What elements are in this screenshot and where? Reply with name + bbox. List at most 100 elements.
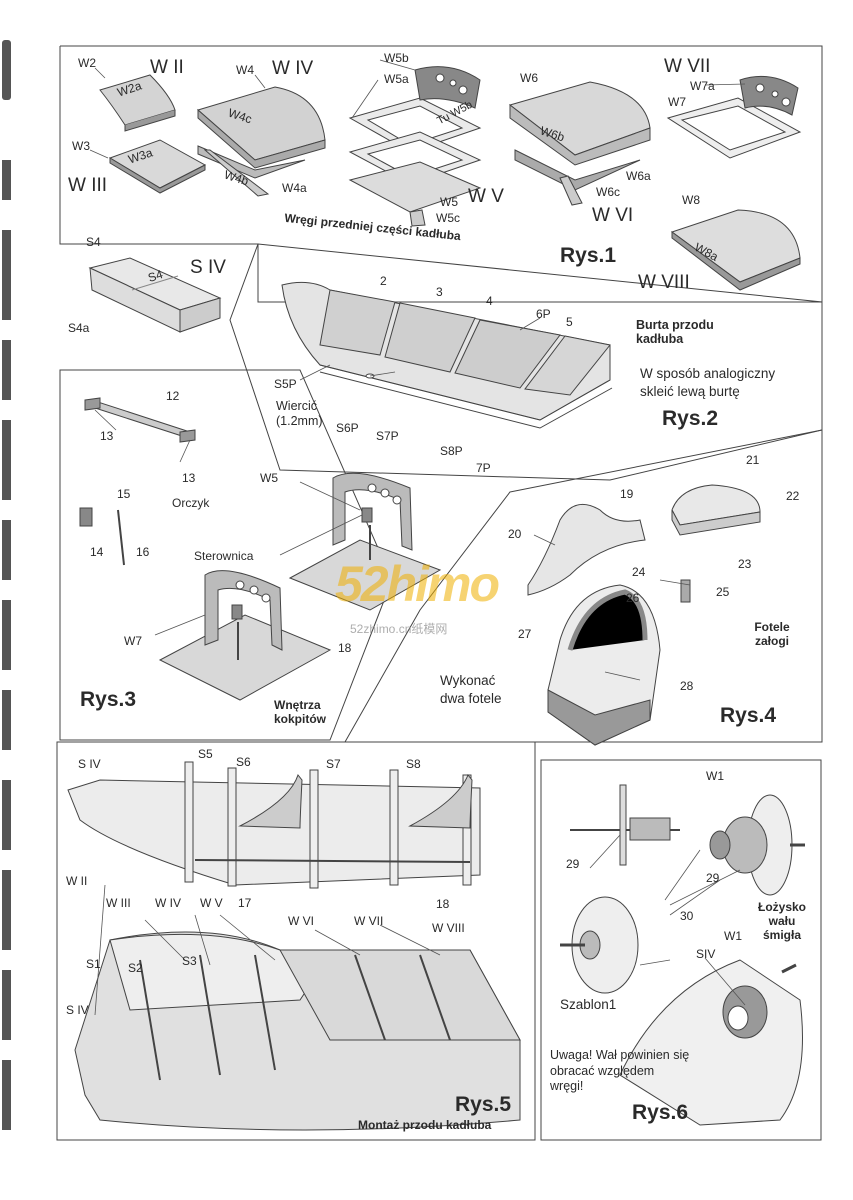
label-17: 17 xyxy=(238,896,252,910)
label-w-vii: W VII xyxy=(664,56,711,77)
rys1-caption: Rys.1 xyxy=(560,244,617,267)
rys6-title: Łożysko wału śmigła xyxy=(757,900,806,942)
rys2-panel-frame xyxy=(229,243,823,481)
label-s2: S2 xyxy=(128,961,143,975)
label-22: 22 xyxy=(786,489,800,503)
label-w5-cockpit: W5 xyxy=(260,471,278,485)
label-13a: 13 xyxy=(100,429,114,443)
label-7p: 7P xyxy=(476,461,491,475)
label-18-asm: 18 xyxy=(436,897,450,911)
label-w7a: W7a xyxy=(690,79,715,93)
rys4-note: Wykonać dwa fotele xyxy=(440,673,502,706)
label-w6c: W6c xyxy=(596,185,620,199)
label-szablon1: Szablon1 xyxy=(560,997,617,1012)
label-s4: S4 xyxy=(86,235,101,249)
label-s6p: S6P xyxy=(336,421,359,435)
label-s-iv: S IV xyxy=(190,257,226,278)
label-s3: S3 xyxy=(182,954,197,968)
cockpit-floor-w7 xyxy=(158,614,332,701)
label-w6a: W6a xyxy=(626,169,651,183)
label-s4a: S4a xyxy=(68,321,90,335)
label-12: 12 xyxy=(166,389,180,403)
label-29a: 29 xyxy=(566,857,580,871)
label-w-iii: W III xyxy=(68,175,108,196)
label-w8: W8 xyxy=(682,193,700,207)
label-w5a: W5a xyxy=(384,72,409,86)
rys2-title: Burta przodu kadłuba xyxy=(636,318,714,346)
label-w-viii-asm: W VIII xyxy=(432,921,465,935)
label-w-iv: W IV xyxy=(272,58,314,79)
label-24: 24 xyxy=(632,565,646,579)
label-w1-top: W1 xyxy=(706,769,724,783)
rys2-note: W sposób analogiczny skleić lewą burtę xyxy=(640,366,776,399)
label-29b: 29 xyxy=(706,871,720,885)
label-s-iv-bottom: S IV xyxy=(66,1003,89,1017)
label-6p: 6P xyxy=(536,307,551,321)
rys3-caption: Rys.3 xyxy=(80,688,137,711)
label-w4a: W4a xyxy=(282,181,307,195)
rys6-note: Uwaga! Wał powinien się obracać względem… xyxy=(550,1048,690,1094)
label-w-vi-asm: W VI xyxy=(288,914,314,928)
label-w-iv-asm: W IV xyxy=(155,896,181,910)
cockpit-arch-w7 xyxy=(204,570,283,651)
rys3-title: Wnętrza kokpitów xyxy=(274,698,327,726)
label-2: 2 xyxy=(380,274,387,288)
label-18-cockpit: 18 xyxy=(338,641,352,655)
label-4: 4 xyxy=(486,294,493,308)
label-w5c: W5c xyxy=(436,211,460,225)
label-orczyk: Orczyk xyxy=(172,496,210,510)
rys2-drill-label: Wiercić xyxy=(276,399,317,413)
rys2-drill-size: (1.2mm) xyxy=(276,414,323,428)
label-w-v-asm: W V xyxy=(200,896,223,910)
label-21: 21 xyxy=(746,453,760,467)
label-w6: W6 xyxy=(520,71,538,85)
label-w-v: W V xyxy=(468,186,504,207)
label-w1-bearing: W1 xyxy=(724,929,742,943)
label-s8: S8 xyxy=(406,757,421,771)
rys2-caption: Rys.2 xyxy=(662,407,719,430)
label-w7: W7 xyxy=(668,95,686,109)
label-w-vi: W VI xyxy=(592,205,634,226)
rys5-caption: Rys.5 xyxy=(455,1093,512,1116)
label-sterownica: Sterownica xyxy=(194,549,254,563)
label-w3: W3 xyxy=(72,139,90,153)
label-s8p: S8P xyxy=(440,444,463,458)
label-s7p: S7P xyxy=(376,429,399,443)
watermark-url: 52zhimo.cn纸模网 xyxy=(350,622,448,636)
label-28: 28 xyxy=(680,679,694,693)
label-w5: W5 xyxy=(440,195,458,209)
label-25: 25 xyxy=(716,585,730,599)
rys4-caption: Rys.4 xyxy=(720,704,777,727)
rys3-panel-frame xyxy=(59,369,393,741)
label-s-iv-top: S IV xyxy=(78,757,101,771)
watermark-logo: 52himo xyxy=(335,556,500,612)
label-s5p: S5P xyxy=(274,377,297,391)
rys4-panel-frame xyxy=(344,429,823,743)
seat-part-21 xyxy=(671,484,761,526)
label-w-ii-asm: W II xyxy=(66,874,88,888)
fuselage-upper xyxy=(67,779,481,886)
seat-part-19-20 xyxy=(527,503,646,596)
label-30: 30 xyxy=(680,909,694,923)
label-siv-bearing: SIV xyxy=(696,947,716,961)
label-w5b: W5b xyxy=(384,51,409,65)
rys1-panel-frame xyxy=(59,45,823,303)
part-w3a xyxy=(108,139,207,189)
label-23: 23 xyxy=(738,557,752,571)
rys5-title: Montaż przodu kadłuba xyxy=(358,1118,492,1132)
label-w-vii-asm: W VII xyxy=(354,914,384,928)
label-w7-cockpit: W7 xyxy=(124,634,142,648)
label-s6: S6 xyxy=(236,755,251,769)
rys4-title: Fotele załogi xyxy=(754,620,790,648)
rys6-caption: Rys.6 xyxy=(632,1101,689,1124)
label-5: 5 xyxy=(566,315,573,329)
label-14: 14 xyxy=(90,545,104,559)
label-w4: W4 xyxy=(236,63,254,77)
label-s1: S1 xyxy=(86,957,101,971)
cockpit-floor-w5 xyxy=(288,539,442,611)
left-edge-decoration xyxy=(2,40,11,1130)
cockpit-arch-w5 xyxy=(332,472,413,551)
label-w-iii-asm: W III xyxy=(106,896,131,910)
rys6-panel-frame xyxy=(540,759,822,1141)
